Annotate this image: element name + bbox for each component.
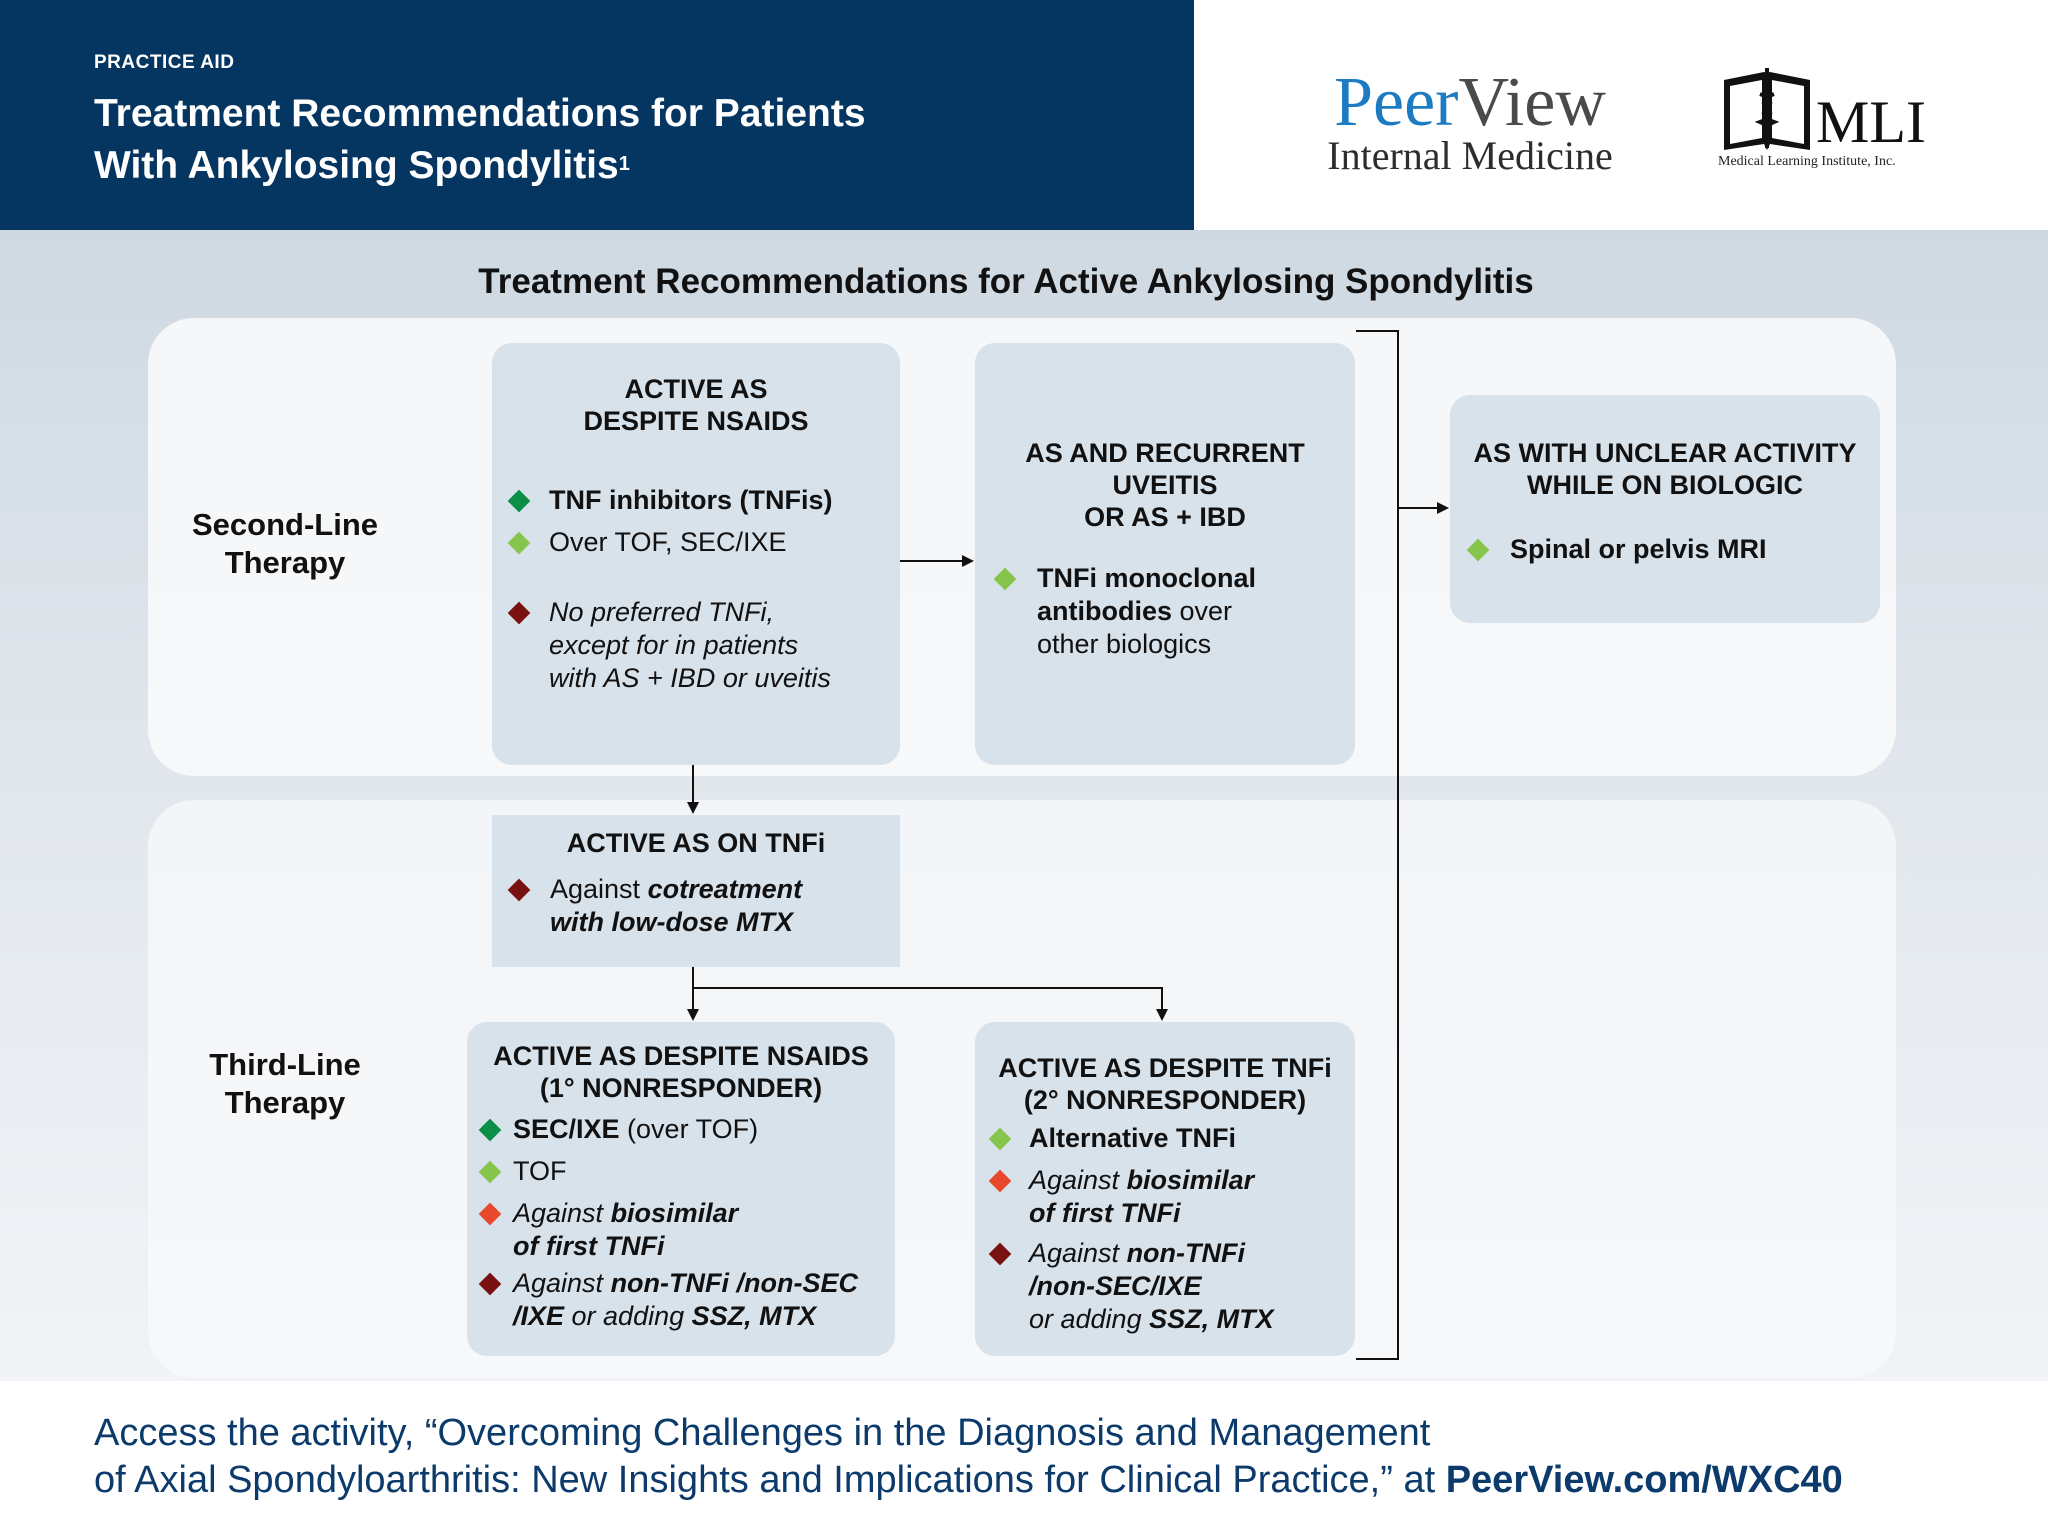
box-nsaids-item-2: Over TOF, SEC/IXE xyxy=(549,527,787,557)
header-banner xyxy=(0,0,1194,230)
box-primary-item-4-plain-2: or adding xyxy=(564,1301,692,1331)
peerview-subtitle: Internal Medicine xyxy=(1327,133,1613,178)
box-secondary-item-2: Against biosimilar of first TNFi xyxy=(1029,1164,1254,1230)
page-title-line-2: With Ankylosing Spondylitis1 xyxy=(94,140,866,192)
third-line-therapy-label: Third-Line Therapy xyxy=(170,1046,400,1122)
box-on-tnfi-item-1-plain: Against xyxy=(550,874,648,904)
box-primary-title-line-1: ACTIVE AS DESPITE NSAIDS xyxy=(493,1041,869,1071)
peerview-view: View xyxy=(1458,64,1606,141)
footer-background xyxy=(0,1381,2048,1530)
box-nsaids-title-line-2: DESPITE NSAIDS xyxy=(583,406,809,436)
box-secondary-item-3-bold-3: SSZ, MTX xyxy=(1149,1304,1274,1334)
logo-area xyxy=(1194,0,2048,230)
box-unclear-item-1-text: Spinal or pelvis MRI xyxy=(1510,534,1767,564)
box-secondary-item-1-text: Alternative TNFi xyxy=(1029,1123,1237,1153)
arrow-on-tnfi-to-secondary xyxy=(693,987,1168,1021)
box-unclear-title: AS WITH UNCLEAR ACTIVITY WHILE ON BIOLOG… xyxy=(1450,437,1880,501)
box-primary-item-4-bold-2a: /IXE xyxy=(513,1301,565,1331)
box-on-tnfi-title: ACTIVE AS ON TNFi xyxy=(566,828,826,858)
box-secondary-nonresponder: ACTIVE AS DESPITE TNFi (2° NONRESPONDER)… xyxy=(975,1022,1355,1356)
box-primary-item-1-bold: SEC/IXE xyxy=(513,1114,620,1144)
box-uveitis-item-1-bold-2: antibodies xyxy=(1037,596,1173,626)
box-unclear-title-line-1: AS WITH UNCLEAR ACTIVITY xyxy=(1473,438,1857,468)
box-active-as-despite-nsaids: ACTIVE AS DESPITE NSAIDS TNF inhibitors … xyxy=(492,343,900,765)
third-line-label-line-1: Third-Line xyxy=(209,1047,361,1082)
footer-line-1: Access the activity, “Overcoming Challen… xyxy=(94,1412,1431,1454)
box-as-recurrent-uveitis-ibd: AS AND RECURRENT UVEITIS OR AS + IBD TNF… xyxy=(975,343,1355,765)
footer-line-2: of Axial Spondyloarthritis: New Insights… xyxy=(94,1457,1843,1504)
box-primary-item-3-bold-2: of first TNFi xyxy=(513,1231,665,1261)
box-secondary-item-3-bold-2: /non-SEC/IXE xyxy=(1029,1271,1202,1301)
box-nsaids-item-1-text: TNF inhibitors (TNFis) xyxy=(549,485,833,515)
box-primary-item-1-rest: (over TOF) xyxy=(619,1114,759,1144)
mli-wordmark: MLI xyxy=(1816,89,1926,155)
box-nsaids-title-line-1: ACTIVE AS xyxy=(624,374,768,404)
box-secondary-title-line-1: ACTIVE AS DESPITE TNFi xyxy=(998,1053,1332,1083)
footer-activity-text: Access the activity, “Overcoming Challen… xyxy=(94,1410,1843,1504)
box-secondary-item-3-plain-3: or adding xyxy=(1029,1304,1150,1334)
box-on-tnfi-item-1: Against cotreatment with low-dose MTX xyxy=(550,873,802,939)
footer-link[interactable]: PeerView.com/WXC40 xyxy=(1445,1459,1843,1501)
box-secondary-item-3: Against non-TNFi /non-SEC/IXE or adding … xyxy=(1029,1237,1274,1336)
box-primary-item-4-bold-1: non-TNFi /non-SEC xyxy=(610,1268,859,1298)
box-nsaids-title: ACTIVE AS DESPITE NSAIDS xyxy=(492,373,900,437)
book-caduceus-icon xyxy=(1724,68,1810,150)
footer-line-2-text: of Axial Spondyloarthritis: New Insights… xyxy=(94,1459,1446,1501)
box-primary-item-4-bold-2b: SSZ, MTX xyxy=(691,1301,817,1331)
page-title-line-2-text: With Ankylosing Spondylitis xyxy=(94,144,619,187)
box-secondary-item-2-bold-2: of first TNFi xyxy=(1029,1198,1181,1228)
box-on-tnfi-item-1-bold-2: with low-dose MTX xyxy=(550,907,793,937)
reference-superscript: 1 xyxy=(618,153,630,175)
box-unclear-title-line-2: WHILE ON BIOLOGIC xyxy=(1527,470,1803,500)
box-primary-title: ACTIVE AS DESPITE NSAIDS (1° NONRESPONDE… xyxy=(467,1040,895,1104)
box-on-tnfi-item-1-bold-1: cotreatment xyxy=(647,874,803,904)
third-line-label-line-2: Therapy xyxy=(224,1085,346,1120)
box-secondary-item-2-plain: Against xyxy=(1029,1165,1127,1195)
box-nsaids-item-1: TNF inhibitors (TNFis) xyxy=(549,484,832,517)
box-nsaids-item-3-line-2: except for in patients xyxy=(549,630,799,660)
box-uveitis-title-line-2: UVEITIS xyxy=(1112,470,1218,500)
box-active-as-on-tnfi: ACTIVE AS ON TNFi Against cotreatment wi… xyxy=(492,815,900,967)
box-primary-item-2: TOF xyxy=(513,1156,567,1186)
page-title: Treatment Recommendations for Patients W… xyxy=(94,88,866,192)
box-unclear-activity-on-biologic: AS WITH UNCLEAR ACTIVITY WHILE ON BIOLOG… xyxy=(1450,395,1880,623)
box-uveitis-item-1-rest: over xyxy=(1172,596,1233,626)
page-title-line-1: Treatment Recommendations for Patients xyxy=(94,92,866,135)
peerview-logo: PeerView Internal Medicine xyxy=(1300,64,1640,176)
peerview-wordmark: PeerView xyxy=(1300,64,1640,142)
box-primary-item-4-plain: Against xyxy=(513,1268,611,1298)
box-secondary-title-line-2: (2° NONRESPONDER) xyxy=(1023,1085,1307,1115)
second-line-therapy-label: Second-Line Therapy xyxy=(170,506,400,582)
box-nsaids-item-3-line-1: No preferred TNFi, xyxy=(549,597,775,627)
box-primary-item-3: Against biosimilar of first TNFi xyxy=(513,1197,738,1263)
box-secondary-item-1: Alternative TNFi xyxy=(1029,1122,1236,1155)
box-secondary-item-3-plain: Against xyxy=(1029,1238,1127,1268)
second-line-label-line-1: Second-Line xyxy=(191,507,378,542)
box-nsaids-item-3: No preferred TNFi, except for in patient… xyxy=(549,596,831,695)
box-primary-item-4: Against non-TNFi /non-SEC /IXE or adding… xyxy=(513,1267,858,1333)
mli-subtitle: Medical Learning Institute, Inc. xyxy=(1718,154,1896,169)
box-secondary-item-3-bold-1: non-TNFi xyxy=(1126,1238,1246,1268)
box-uveitis-title-line-1: AS AND RECURRENT xyxy=(1025,438,1305,468)
box-uveitis-item-1-bold-1: TNFi monoclonal xyxy=(1037,563,1256,593)
box-unclear-item-1: Spinal or pelvis MRI xyxy=(1510,533,1767,566)
box-primary-item-1: SEC/IXE (over TOF) xyxy=(513,1113,758,1146)
box-primary-nonresponder: ACTIVE AS DESPITE NSAIDS (1° NONRESPONDE… xyxy=(467,1022,895,1356)
box-primary-item-3-bold-1: biosimilar xyxy=(610,1198,739,1228)
box-uveitis-item-1: TNFi monoclonal antibodies over other bi… xyxy=(1037,562,1256,661)
box-nsaids-item-3-line-3: with AS + IBD or uveitis xyxy=(549,663,831,693)
box-primary-item-3-plain: Against xyxy=(513,1198,611,1228)
bracket-to-unclear xyxy=(1356,330,1399,1360)
diagram-title: Treatment Recommendations for Active Ank… xyxy=(478,262,1534,301)
second-line-label-line-2: Therapy xyxy=(224,545,346,580)
box-secondary-item-2-bold-1: biosimilar xyxy=(1126,1165,1255,1195)
box-uveitis-title-line-3: OR AS + IBD xyxy=(1084,502,1246,532)
practice-aid-label: PRACTICE AID xyxy=(94,52,235,73)
box-secondary-title: ACTIVE AS DESPITE TNFi (2° NONRESPONDER) xyxy=(975,1052,1355,1116)
box-uveitis-item-1-line-3: other biologics xyxy=(1037,629,1212,659)
peerview-peer: Peer xyxy=(1334,64,1459,141)
box-primary-title-line-2: (1° NONRESPONDER) xyxy=(539,1073,823,1103)
box-uveitis-title: AS AND RECURRENT UVEITIS OR AS + IBD xyxy=(975,437,1355,533)
